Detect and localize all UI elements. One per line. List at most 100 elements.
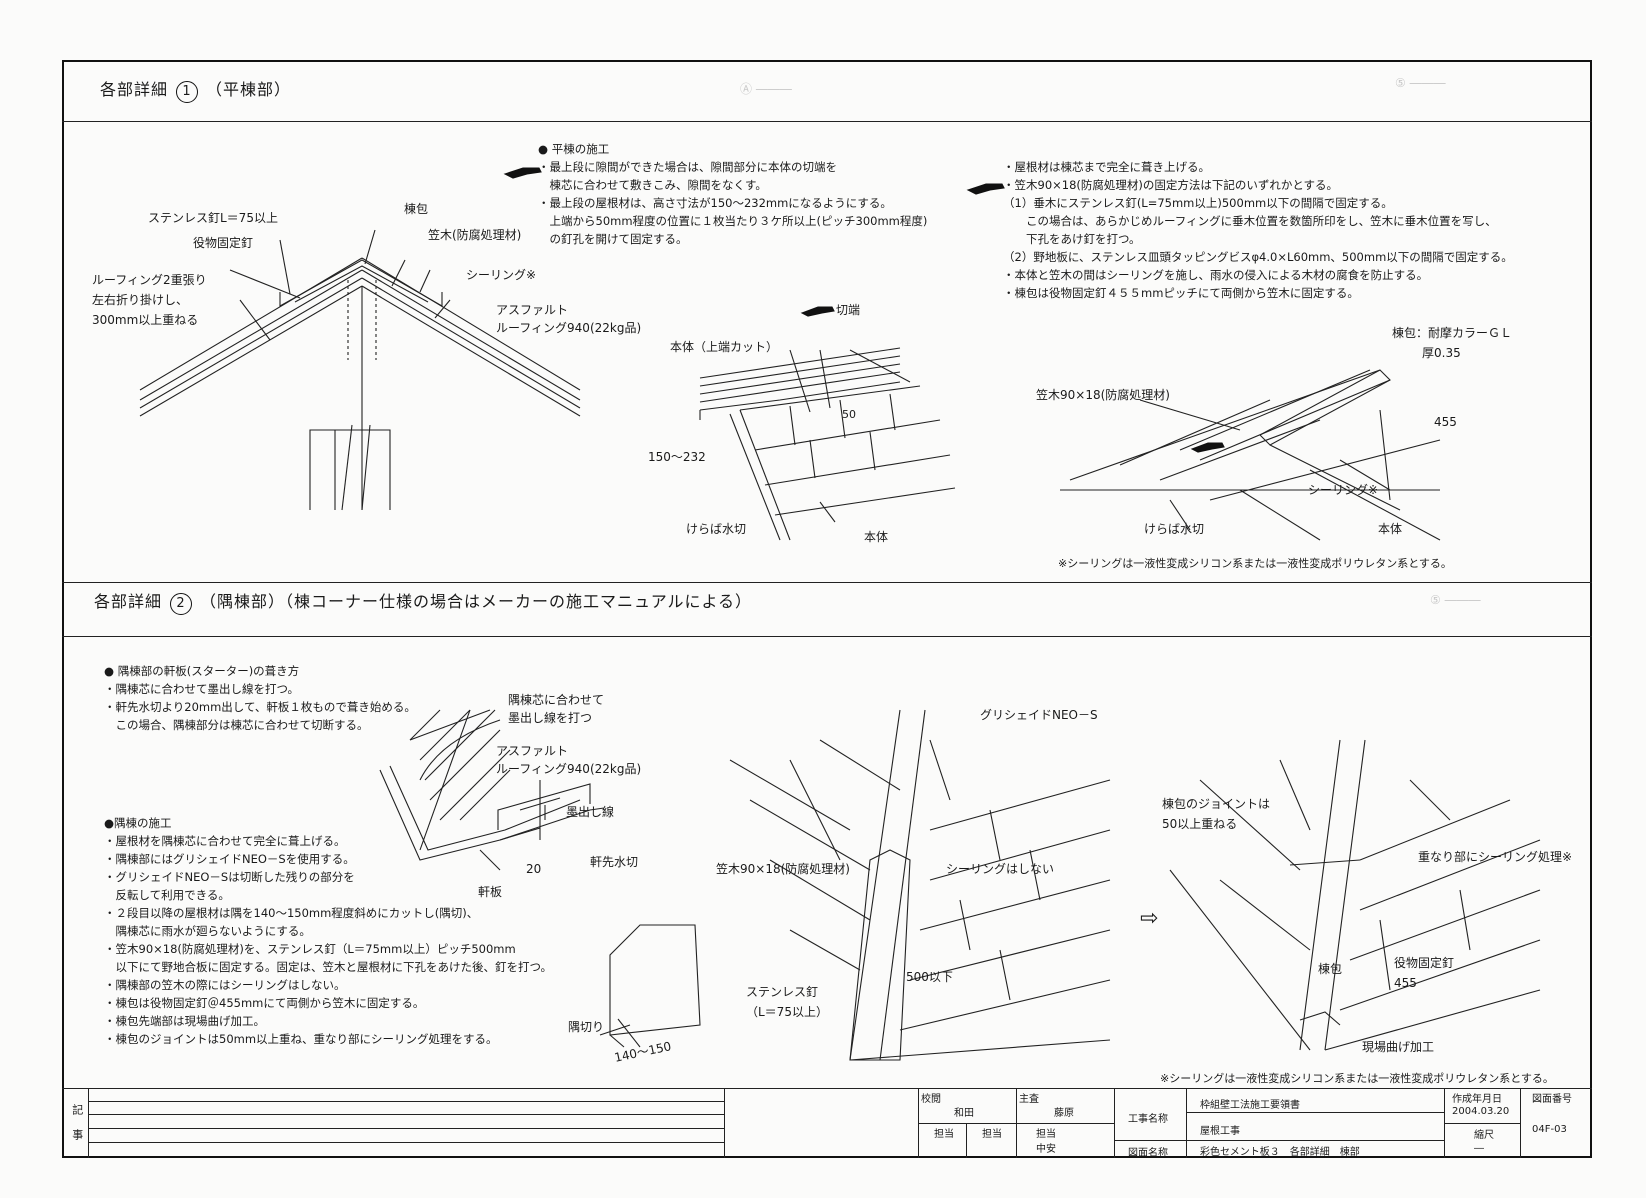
label-asphalt-2: ルーフィング940(22kg品) (496, 321, 642, 335)
drawing-frame (62, 60, 1592, 1158)
note-line: ・軒先水切より20mm出して、軒板１枚もので葺き始める。 (104, 700, 416, 714)
staff-label: 担当 (982, 1129, 1002, 1140)
titleblock-divider (966, 1123, 967, 1158)
bullet-icon: ● (104, 816, 115, 830)
section2-header-divider (62, 636, 1592, 637)
note-line: ・棟包先端部は現場曲げ加工。 (104, 1014, 265, 1028)
note-line: ・最上段に隙間ができた場合は、隙間部分に本体の切端を (538, 160, 837, 174)
titleblock-divider (1016, 1088, 1017, 1158)
pointer-hand-icon (1190, 442, 1225, 453)
label-asphalt-3: アスファルト (496, 744, 569, 758)
created-date: 2004.03.20 (1452, 1106, 1510, 1117)
drawing-name-label: 図面名称 (1128, 1148, 1168, 1159)
label-ridge-cover-thickness: 厚0.35 (1422, 346, 1461, 360)
ridge-cross-section-diagram (139, 229, 581, 511)
titleblock-divider (724, 1088, 725, 1158)
note-line: ・グリシェイドNEO－Sは切断した残りの部分を (104, 870, 355, 884)
label-cut-edge: 切端 (836, 303, 861, 317)
section2-title: 各部詳細 (94, 592, 163, 611)
titleblock-notes-label: 記事 (70, 1104, 84, 1154)
note-line: （2）野地板に、ステンレス皿頭タッピングビスφ4.0×L60mm、500mm以下… (1003, 250, 1513, 264)
label-joint-2: 50以上重ねる (1162, 817, 1238, 831)
section1-subtitle: （平棟部） (206, 80, 292, 99)
section2-starter-notes: ● 隅棟部の軒板(スターター)の葺き方 ・隅棟芯に合わせて墨出し線を打つ。 ・軒… (104, 662, 416, 734)
created-date-label: 作成年月日 (1452, 1094, 1502, 1105)
reviewer-label: 校閲 (921, 1094, 941, 1105)
titleblock-rule (88, 1101, 724, 1102)
note-line: ・隅棟芯に合わせて墨出し線を打つ。 (104, 682, 300, 696)
note-line: ・屋根材は棟芯まで完全に葺き上げる。 (1003, 160, 1210, 174)
label-dim-500: 500以下 (906, 970, 953, 984)
hip-starter-diagram (379, 709, 605, 871)
label-stainless-nail-2: ステンレス釘 (746, 985, 819, 999)
corner-cut-shingle-diagram (599, 924, 701, 1048)
label-neo-s: グリシェイドNEO－S (980, 708, 1098, 722)
project-name-label: 工事名称 (1128, 1114, 1168, 1125)
label-stainless-nail: ステンレス釘L＝75以上 (148, 211, 278, 225)
section1-title: 各部詳細 (100, 80, 169, 99)
label-sealing: シーリング※ (466, 268, 537, 282)
ghost-text: ⑤ ――― (1430, 593, 1481, 607)
bullet-icon: ● (104, 664, 115, 678)
label-kasagi-3: 笠木90×18(防腐処理材) (716, 862, 850, 876)
bullet-icon: ● (538, 142, 549, 156)
reviewer-name: 和田 (954, 1108, 974, 1119)
note-line: この場合、隅棟部分は棟芯に合わせて切断する。 (104, 718, 369, 732)
pointer-hand-icon (800, 306, 835, 317)
chief-name: 藤原 (1054, 1108, 1074, 1119)
note-line: 下孔をあけ釘を打つ。 (1003, 232, 1141, 246)
note-line: 棟芯に合わせて敷きこみ、隙間をなくす。 (538, 178, 767, 192)
starter-title: 隅棟部の軒板(スターター)の葺き方 (117, 664, 300, 678)
note-line: 上端から50mm程度の位置に１枚当たり３ケ所以上(ピッチ300mm程度) (538, 214, 928, 228)
titleblock-divider (88, 1088, 89, 1158)
note-line: ・笠木90×18(防腐処理材)を、ステンレス釘（L＝75mm以上）ピッチ500m… (104, 942, 516, 956)
titleblock-top-divider (62, 1088, 1592, 1089)
note-line: ・棟包のジョイントは50mm以上重ね、重なり部にシーリング処理をする。 (104, 1032, 498, 1046)
label-align-hip: 隅棟芯に合わせて (508, 693, 605, 707)
note-line: ・最上段の屋根材は、高さ寸法が150～232mmになるようにする。 (538, 196, 892, 210)
project-name-2: 屋根工事 (1200, 1126, 1240, 1137)
note-line: 隅棟芯に雨水が廻らないようにする。 (104, 924, 311, 938)
label-kasagi-2: 笠木90×18(防腐処理材) (1036, 388, 1170, 402)
note-line: ・棟包は役物固定釘４５５mmピッチにて両側から笠木に固定する。 (1003, 286, 1359, 300)
note-line: ・隅棟部にはグリシェイドNEO－Sを使用する。 (104, 852, 355, 866)
label-ridge-cover-material: 棟包：耐摩カラーＧＬ (1392, 326, 1513, 340)
label-eave-flashing: 軒先水切 (590, 855, 639, 869)
label-kasagi: 笠木(防腐処理材) (428, 228, 522, 242)
label-roofing-3: 300mm以上重ねる (92, 313, 199, 327)
titleblock-rule (1114, 1140, 1444, 1141)
chief-label: 主査 (1019, 1094, 1039, 1105)
note-line: ・本体と笠木の間はシーリングを施し、雨水の侵入による木材の腐食を防止する。 (1003, 268, 1429, 282)
drawing-number: 04F-03 (1532, 1124, 1567, 1135)
titleblock-rule (1444, 1123, 1520, 1124)
label-fixing-nail-2: 役物固定釘 (1394, 956, 1455, 970)
section2-number: 2 (170, 593, 193, 615)
shingle-pattern (409, 709, 511, 821)
label-snap-line: 墨出し線を打つ (508, 711, 593, 725)
staff-label: 担当 (1036, 1129, 1056, 1140)
titleblock-divider (1520, 1088, 1521, 1158)
ridge-top-course-diagram (699, 347, 956, 541)
staff-label: 担当 (934, 1129, 954, 1140)
pointer-hand-icon (503, 167, 542, 179)
label-roofing-2: 左右折り掛けし、 (92, 293, 189, 307)
label-ridge-cover: 棟包 (404, 202, 429, 216)
label-asphalt-1: アスファルト (496, 303, 569, 317)
work-title: 隅棟の施工 (114, 816, 172, 830)
ghost-text: Ⓐ ――― (740, 82, 792, 96)
note-line: ・笠木90×18(防腐処理材)の固定方法は下記のいずれかとする。 (1003, 178, 1339, 192)
note-line: この場合は、あらかじめルーフィングに垂木位置を数箇所印をし、笠木に垂木位置を写し… (1003, 214, 1497, 228)
section2-subtitle: （隅棟部）（棟コーナー仕様の場合はメーカーの施工マニュアルによる） (200, 592, 753, 611)
titleblock-rule (88, 1142, 724, 1143)
label-dim-150-232: 150～232 (648, 450, 706, 464)
label-no-sealing: シーリングはしない (946, 862, 1055, 876)
label-field-bending: 現場曲げ加工 (1362, 1040, 1435, 1054)
label-gable-flashing: けらば水切 (686, 522, 747, 536)
label-joint-1: 棟包のジョイントは (1162, 797, 1271, 811)
label-fixing-nail: 役物固定釘 (193, 236, 254, 250)
section1-notes: ● 平棟の施工 ・最上段に隙間ができた場合は、隙間部分に本体の切端を 棟芯に合わ… (538, 140, 927, 248)
scale-value: ― (1474, 1143, 1484, 1154)
titleblock-rule (88, 1114, 724, 1115)
titleblock-rule (1186, 1112, 1444, 1113)
label-roofing-1: ルーフィング2重張り (92, 273, 207, 287)
